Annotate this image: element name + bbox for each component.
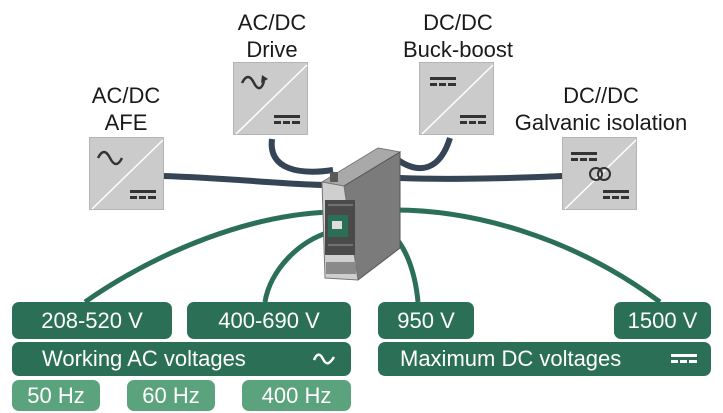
transformer-icon [589,167,611,181]
dc-symbol-icon [130,190,156,199]
frequency-60hz: 60 Hz [127,380,215,411]
converter-drive [233,62,308,135]
ac-wave-icon [96,150,124,166]
converter-isolation [562,137,637,210]
dc-symbol-icon [274,115,300,124]
dc-voltage-950: 950 V [378,302,474,339]
ac-drive-icon [240,75,268,90]
ac-wave-icon [313,353,335,365]
dc-symbol-icon [460,115,486,124]
ac-voltage-400-690: 400-690 V [187,302,351,339]
dc-voltage-1500: 1500 V [614,302,711,339]
power-module [320,147,402,281]
wire-isolation [399,173,564,182]
wire-drive [268,138,334,175]
ac-voltages-caption: Working AC voltages [12,342,351,376]
dc-symbol-icon [603,190,629,199]
wire-400-690 [262,229,331,303]
dc-symbol-icon [671,354,697,363]
wire-1500 [394,207,662,305]
dc-voltages-caption: Maximum DC voltages [378,342,711,376]
converter-afe [89,137,164,210]
wire-buck-boost [396,137,453,172]
converter-buck-boost [419,62,494,135]
dc-symbol-icon [430,77,456,86]
frequency-400hz: 400 Hz [242,380,351,411]
wire-afe [162,173,331,188]
wire-208-520 [83,209,331,305]
dc-symbol-icon [571,152,597,161]
frequency-50hz: 50 Hz [12,380,100,411]
ac-voltage-208-520: 208-520 V [12,302,172,339]
